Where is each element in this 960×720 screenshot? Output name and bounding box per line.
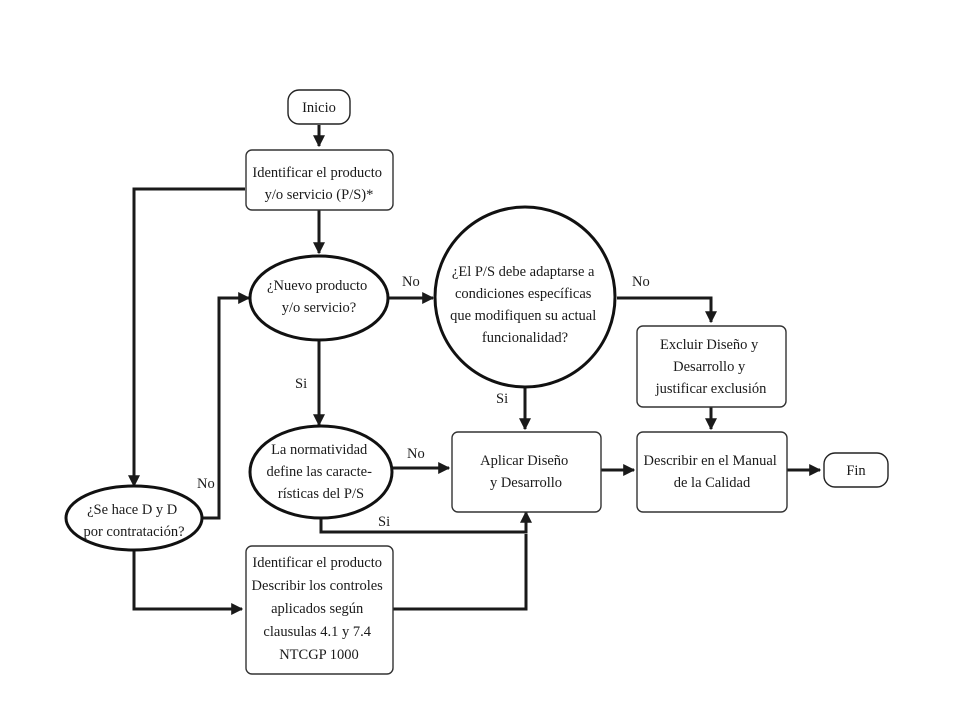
edge-adaptarse-excluir-no (617, 296, 717, 324)
node-inicio: Inicio (287, 89, 351, 125)
label-normatividad-si: Si (378, 514, 390, 530)
node-normatividad-text: La normatividad define las caracte- ríst… (266, 442, 375, 502)
node-describir-manual-text: Describir en el Manual de la Calidad (644, 453, 781, 491)
edges (128, 125, 822, 615)
node-nuevo-producto-text: ¿Nuevo producto y/o servicio? (267, 278, 371, 316)
node-identificar-producto: Identificar el producto y/o servicio (P/… (245, 149, 394, 211)
label-adaptarse-no: No (632, 274, 650, 290)
edge-normatividad-aplicar-si (319, 510, 532, 534)
node-fin: Fin (823, 452, 889, 488)
node-describir-manual: Describir en el Manual de la Calidad (636, 431, 788, 513)
node-identificar-controles: Identificar el producto Describir los co… (245, 545, 394, 675)
label-contratacion-no: No (197, 476, 215, 492)
edge-identificar-contratacion (128, 187, 245, 488)
node-inicio-text: Inicio (302, 100, 336, 116)
node-nuevo-producto: ¿Nuevo producto y/o servicio? (248, 254, 390, 342)
node-fin-text: Fin (846, 463, 866, 479)
node-debe-adaptarse: ¿El P/S debe adaptarse a condiciones esp… (433, 205, 617, 389)
node-normatividad: La normatividad define las caracte- ríst… (248, 424, 394, 520)
node-excluir-diseno-text: Excluir Diseño y Desarrollo y justificar… (655, 337, 767, 397)
node-contratacion-text: ¿Se hace D y D por contratación? (83, 502, 184, 540)
node-contratacion: ¿Se hace D y D por contratación? (64, 484, 204, 552)
node-excluir-diseno: Excluir Diseño y Desarrollo y justificar… (636, 325, 787, 408)
edge-identificar2-aplicar (392, 534, 528, 611)
label-nuevo-si: Si (295, 376, 307, 392)
node-aplicar-diseno: Aplicar Diseño y Desarrollo (451, 431, 602, 513)
edge-labels: No No Si Si No Si No (197, 274, 650, 530)
node-debe-adaptarse-text: ¿El P/S debe adaptarse a condiciones esp… (450, 264, 600, 346)
label-normatividad-no: No (407, 446, 425, 462)
edge-contratacion-identificar2 (132, 550, 244, 615)
node-aplicar-diseno-text: Aplicar Diseño y Desarrollo (480, 453, 572, 491)
edge-contratacion-nuevo-no (199, 292, 251, 520)
node-identificar-producto-text: Identificar el producto y/o servicio (P/… (252, 165, 385, 203)
label-adaptarse-si: Si (496, 391, 508, 407)
label-nuevo-no: No (402, 274, 420, 290)
node-identificar-controles-text: Identificar el producto Describir los co… (252, 555, 387, 663)
